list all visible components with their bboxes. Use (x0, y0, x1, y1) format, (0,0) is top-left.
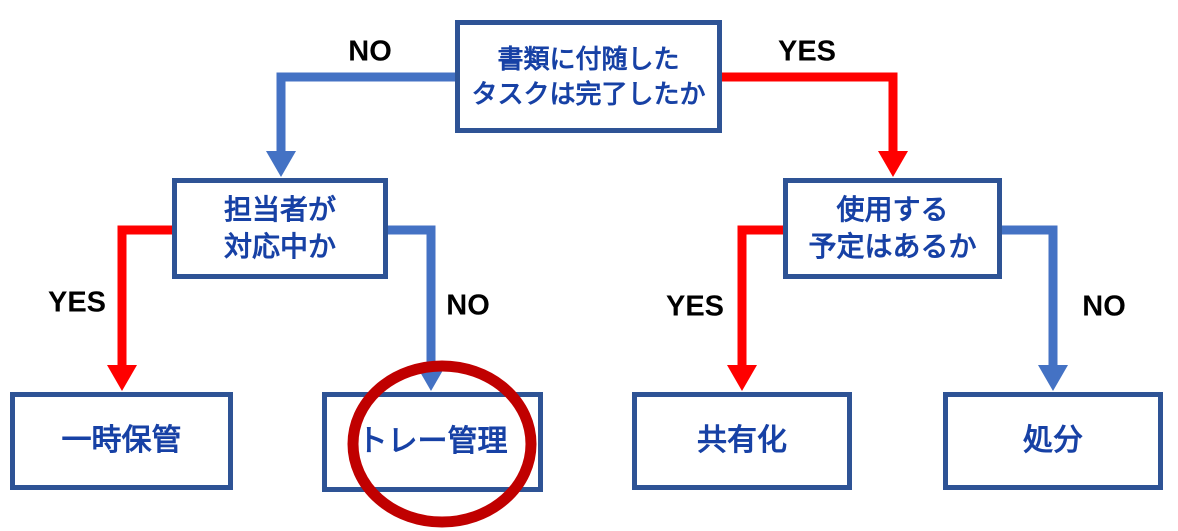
node-in-charge-line2: 対応中か (223, 230, 336, 262)
edge-label-plan-no: NO (1082, 290, 1126, 323)
node-in-charge-line1: 担当者が (223, 193, 336, 225)
node-tray-management: トレー管理 (322, 392, 543, 492)
connector-root-yes-arrow (722, 72, 908, 177)
edge-label-root-no: NO (348, 35, 392, 68)
node-root-question: 書類に付随した タスクは完了したか (455, 20, 722, 133)
node-temp-storage-label: 一時保管 (61, 424, 182, 458)
connector-in-charge-yes-arrow (107, 225, 172, 391)
node-sharing: 共有化 (632, 392, 852, 490)
edge-label-root-yes: YES (777, 35, 837, 68)
edge-label-in-charge-no: NO (446, 289, 490, 322)
node-root-line1: 書類に付随した (497, 44, 680, 75)
edge-label-in-charge-yes: YES (47, 286, 107, 319)
node-disposal: 処分 (943, 392, 1163, 490)
node-disposal-label: 処分 (1023, 424, 1083, 458)
connector-plan-yes-arrow (727, 225, 783, 391)
node-plan-to-use-line2: 予定はあるか (808, 230, 977, 262)
node-root-line2: タスクは完了したか (471, 78, 706, 109)
node-in-charge-question: 担当者が 対応中か (172, 178, 388, 279)
node-temp-storage: 一時保管 (10, 392, 233, 490)
node-plan-to-use-line1: 使用する (836, 193, 949, 225)
node-tray-management-label: トレー管理 (357, 425, 508, 459)
edge-label-plan-yes: YES (665, 290, 725, 323)
connector-in-charge-no-arrow (388, 225, 446, 391)
connector-plan-no-arrow (1002, 225, 1068, 391)
node-plan-to-use-question: 使用する 予定はあるか (783, 178, 1002, 279)
connector-root-no-arrow (266, 72, 455, 177)
node-sharing-label: 共有化 (697, 424, 787, 458)
